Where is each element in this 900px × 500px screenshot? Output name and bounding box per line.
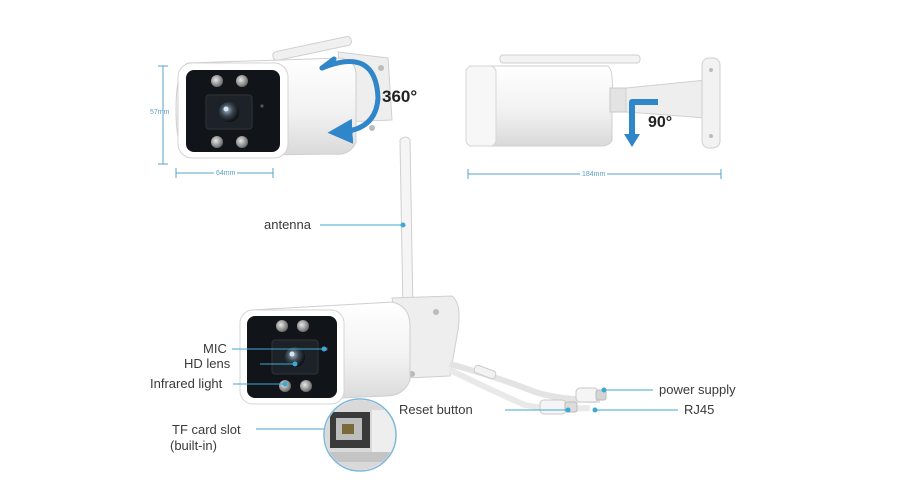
pan-angle-label: 360°	[382, 87, 418, 106]
pan-rotation-arrow	[319, 58, 381, 144]
width-dimension-label: 64mm	[214, 170, 238, 177]
mic-label: MIC	[203, 341, 227, 356]
length-dimension-label: 184mm	[580, 171, 608, 178]
height-dimension-label: 57mm	[150, 109, 170, 116]
main-view-camera	[239, 136, 607, 415]
infrared-light-label: Infrared light	[150, 376, 223, 391]
tf-card-slot-label: TF card slot	[172, 422, 241, 437]
hd-lens-label: HD lens	[184, 356, 231, 371]
tf-card-slot-inset	[323, 398, 397, 472]
power-supply-label: power supply	[659, 382, 736, 397]
height-dimension-line	[158, 65, 168, 165]
callout-lines	[232, 222, 678, 430]
side-view-camera	[465, 54, 721, 149]
tilt-angle-label: 90°	[648, 114, 673, 131]
reset-button-label: Reset button	[399, 402, 473, 417]
rj45-label: RJ45	[684, 402, 715, 417]
tilt-rotation-arrow	[629, 99, 658, 138]
antenna-label: antenna	[264, 217, 311, 232]
front-view-camera	[175, 36, 393, 159]
tf-card-slot-builtin-label: (built-in)	[170, 438, 217, 453]
